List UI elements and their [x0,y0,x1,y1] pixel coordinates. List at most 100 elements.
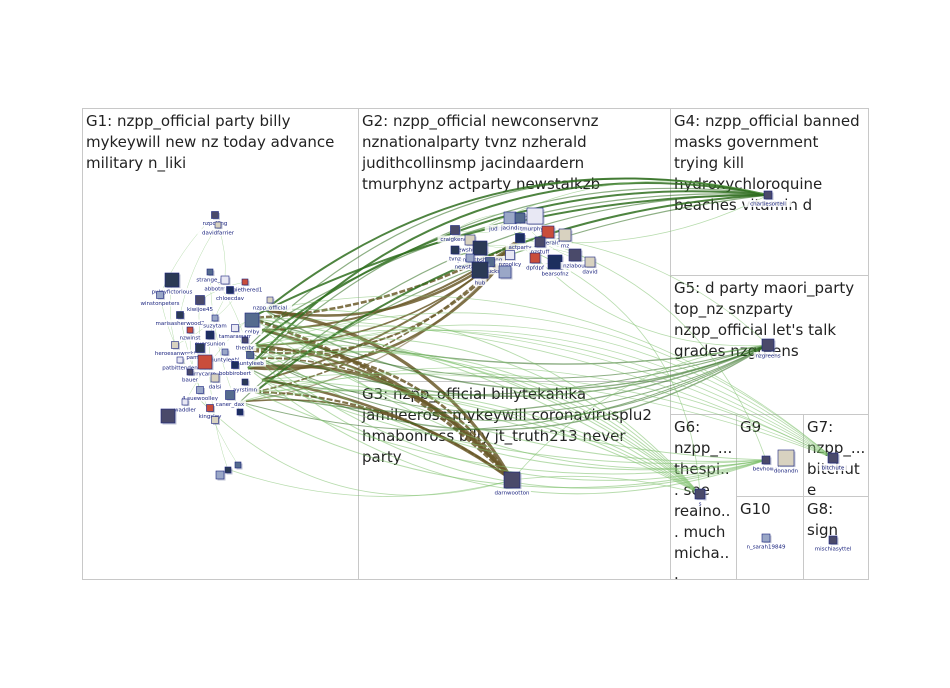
group-label-g10: G10 [740,500,771,518]
node-label: darnwootton [495,491,530,497]
node-8[interactable]: kiwijoe45 [184,295,216,314]
edge-41 [261,329,701,495]
node-53[interactable]: nzlabour [560,248,590,270]
node-13[interactable]: tamarawarr [217,324,253,341]
node-33[interactable] [211,416,221,426]
node-2[interactable]: pulpyfictorious [146,272,198,296]
node-label: bobbirobert [219,371,252,377]
node-4[interactable]: strange_p [194,268,226,284]
node-62[interactable]: donandn [773,449,799,475]
edge-54 [247,367,767,495]
edge-30 [249,317,769,365]
node-65[interactable]: mischiasyttel [810,535,856,553]
node-35[interactable] [215,470,226,481]
node-61[interactable]: bevhowai [751,455,781,473]
node-54[interactable]: david [580,256,600,276]
node-64[interactable]: n_sarah19849 [745,533,787,551]
node-50[interactable]: nzpolicy [495,250,525,269]
edge-52 [254,344,767,471]
edge-58 [264,309,767,469]
node-label: tvnz [449,257,461,263]
node-3[interactable]: winstonpeters [137,291,183,308]
node-label: nzlabour [563,264,588,270]
edge-61 [261,325,834,459]
node-label: tmurphynz [520,227,550,233]
node-label: tamarawarr [219,334,252,340]
edge-23 [259,187,769,359]
node-29[interactable]: waddler [172,398,198,414]
node-label: nzgreens [755,354,780,360]
node-7[interactable]: chloecdav [214,286,246,303]
edge-68 [264,295,834,459]
node-label: winstonpeters [141,301,180,307]
edge-65 [261,373,834,459]
node-label: auntyleeb [236,361,264,367]
edge-55 [261,379,767,464]
node-label: heroesanworki [155,351,196,357]
node-20[interactable]: auntyleeb [234,351,266,368]
node-23[interactable]: bobbirobert [215,361,255,378]
edge-8 [264,308,514,481]
node-1[interactable]: davidfarrier [197,221,239,237]
node-59[interactable]: nzgreens [753,338,783,360]
node-11[interactable]: suzytam [202,314,228,330]
node-label: bevhowai [753,467,780,473]
node-37[interactable]: craigkendr [437,225,473,244]
node-56[interactable] [498,265,513,280]
node-19[interactable]: auntyleebl [207,348,243,364]
node-47[interactable]: tvnz [446,245,464,263]
node-58[interactable]: charliesortell [744,190,792,208]
node-26[interactable]: ayrstimn [230,378,260,394]
node-label: davidfarrier [202,231,235,237]
node-9[interactable]: nzpp_official [247,296,293,312]
node-24[interactable]: bauer [180,368,200,384]
node-45[interactable]: nzstuff [527,236,553,256]
node-43[interactable]: nzherald [533,225,563,247]
node-label: ayrstimn [233,388,258,394]
node-6[interactable]: louiethered1 [224,278,266,294]
node-12[interactable]: colby [242,312,262,336]
node-38[interactable]: newshubnz [454,234,486,254]
node-label: nzpp_official [253,306,288,312]
node-14[interactable]: nzwinst [177,326,203,342]
edge-24 [247,182,769,369]
edge-95 [209,334,229,471]
node-27[interactable]: 4 suewoolley [179,386,221,403]
node-55[interactable]: hub [471,261,490,287]
node-42[interactable]: tmurphynz [519,207,551,233]
node-21[interactable]: patbittenden [159,356,201,372]
node-label: mischiasyttel [815,547,852,553]
node-36[interactable] [234,461,243,470]
group-label-g1: G1: nzpp_official party billy mykeywill … [86,112,340,172]
node-31[interactable] [236,408,245,417]
node-label: chloecdav [216,296,245,302]
node-10[interactable]: marisasherwood2 [154,311,206,328]
node-label: kiwijoe45 [187,307,214,313]
node-label: harrycarreno [187,372,223,378]
node-32[interactable] [160,408,177,425]
node-30[interactable]: kingsley [195,404,225,421]
node-57[interactable]: darnwootton [492,471,532,497]
node-63[interactable]: bitchute [818,452,848,472]
edge-69 [244,312,834,459]
node-52[interactable]: bearsofnz [539,254,571,278]
edge-51 [261,329,767,462]
node-16[interactable]: thenbr [233,336,257,352]
edge-67 [239,366,834,459]
node-34[interactable] [224,466,233,475]
node-22[interactable]: harrycarreno [184,354,226,378]
edge-76 [199,399,513,496]
node-60[interactable]: s [694,488,707,508]
node-46[interactable]: rnz [558,228,573,250]
edge-37 [239,344,769,431]
node-28[interactable]: caner_dax [214,390,246,409]
node-48[interactable]: newstalkzb [452,253,488,271]
node-39[interactable]: jenealtbshreeng [454,240,506,264]
node-44[interactable]: actparty [505,233,535,252]
node-17[interactable]: heroesanworki [152,341,198,358]
node-15[interactable]: eyersunion [192,330,228,348]
node-25[interactable]: dalsi [205,373,225,391]
node-51[interactable]: dpfdpf [523,252,547,272]
node-label: patbittenden [162,366,198,372]
